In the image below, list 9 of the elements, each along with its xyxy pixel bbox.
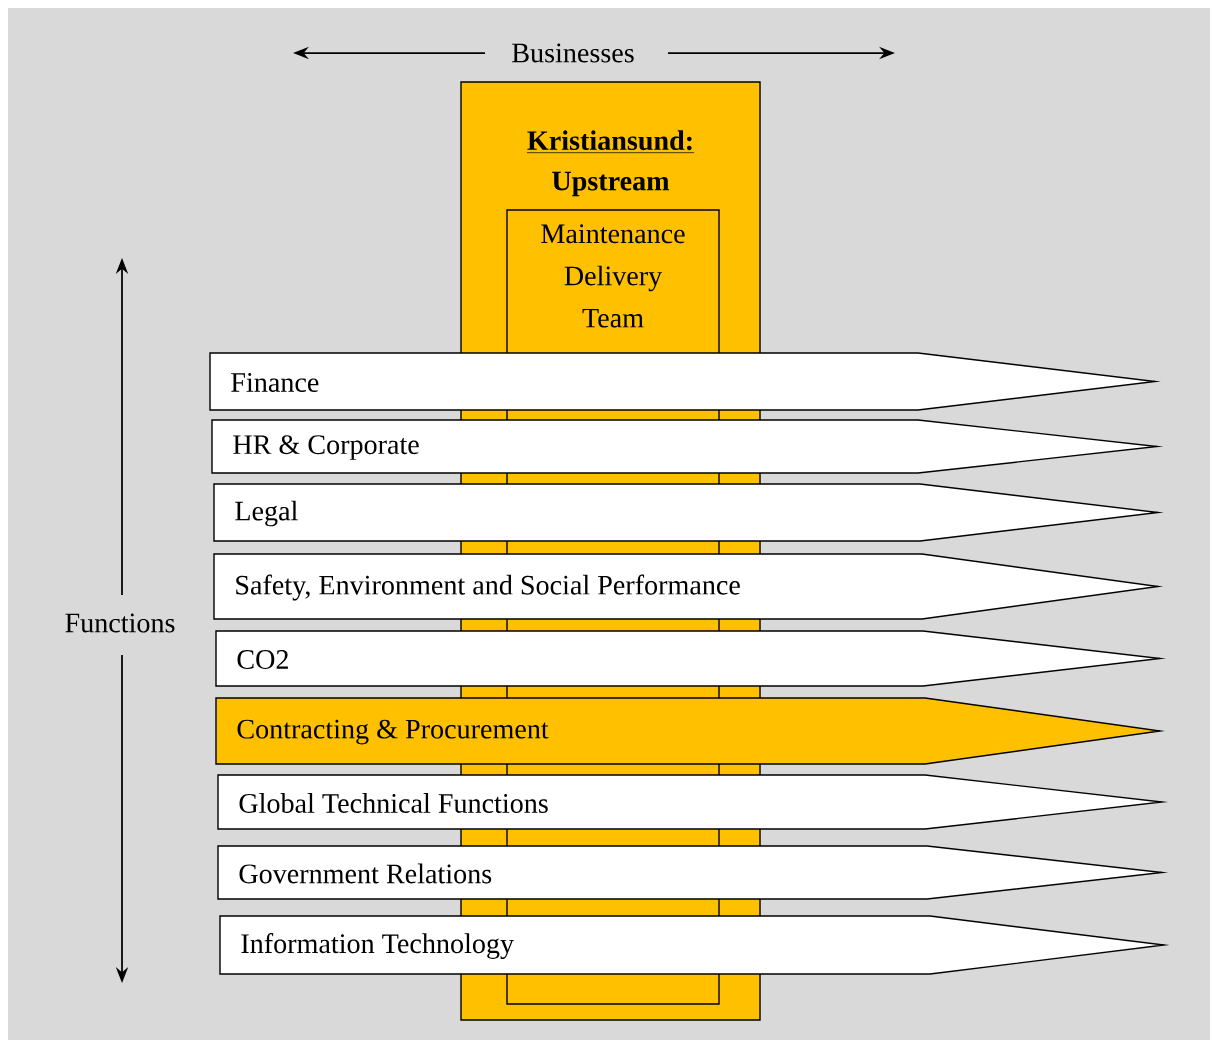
team-label: Maintenance Delivery Team (541, 224, 685, 328)
function-band: Legal (213, 483, 1164, 542)
axis-label: Businesses (512, 43, 634, 63)
function-band: Contracting & Procurement (215, 697, 1166, 765)
column-heading: Kristiansund: (526, 130, 695, 153)
function-band: Safety, Environment and Social Performance (213, 553, 1164, 620)
column-heading: Upstream (552, 171, 670, 197)
function-band: Finance (209, 352, 1161, 411)
axis-label: Functions (65, 613, 175, 633)
